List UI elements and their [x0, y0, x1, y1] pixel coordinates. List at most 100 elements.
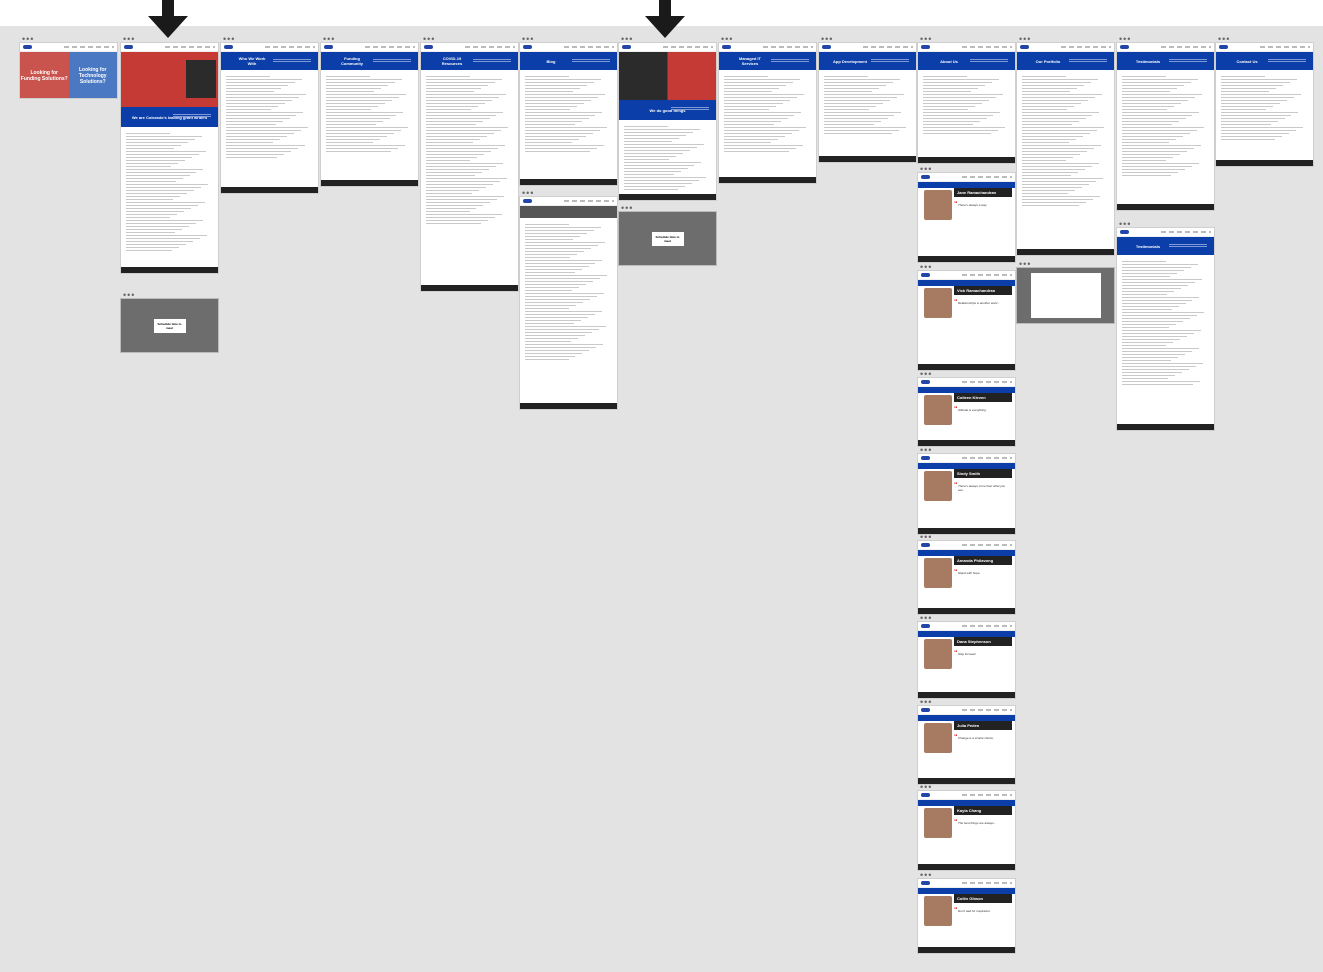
page-menu-dots[interactable]: •••	[920, 164, 933, 174]
quote-icon: “	[954, 482, 958, 489]
avatar	[924, 808, 952, 838]
page-menu-dots[interactable]: •••	[920, 870, 933, 880]
team-member-quote: Don't wait for inspiration.	[958, 909, 991, 913]
page-blog[interactable]: Blog	[520, 43, 617, 185]
quote-icon: “	[954, 299, 958, 306]
quote-icon: “	[954, 650, 958, 657]
page-managed-it[interactable]: Managed IT Services	[719, 43, 816, 183]
page-menu-dots[interactable]: •••	[721, 34, 734, 44]
page-menu-dots[interactable]: •••	[621, 203, 634, 213]
team-member-name: Sindy Smith	[954, 469, 1012, 478]
avatar	[924, 896, 952, 926]
page-menu-dots[interactable]: •••	[920, 369, 933, 379]
page-menu-dots[interactable]: •••	[920, 532, 933, 542]
page-title: Funding Community	[341, 56, 363, 66]
page-title: App Development	[833, 58, 868, 64]
page-portfolio-modal[interactable]	[1017, 268, 1114, 323]
page-blog-post[interactable]	[520, 197, 617, 409]
avatar	[924, 471, 952, 501]
avatar	[924, 639, 952, 669]
page-about-us[interactable]: About Us	[918, 43, 1015, 163]
page-title: Who We Work With	[238, 56, 266, 66]
quote-icon: “	[954, 569, 958, 576]
home-funding-panel[interactable]: Looking for Funding Solutions?	[20, 52, 69, 98]
page-menu-dots[interactable]: •••	[1218, 34, 1231, 44]
page-menu-dots[interactable]: •••	[223, 34, 236, 44]
avatar	[924, 288, 952, 318]
team-member-name: Colleen Kleven	[954, 393, 1012, 402]
page-menu-dots[interactable]: •••	[522, 188, 535, 198]
avatar	[924, 395, 952, 425]
page-menu-dots[interactable]: •••	[123, 34, 136, 44]
team-member-quote: There's always more than what you see.	[958, 484, 1006, 492]
page-team-member[interactable]: Julia Peden“Change is a simple choice.	[918, 706, 1015, 784]
team-member-quote: Change is a simple choice.	[958, 736, 994, 740]
team-member-quote: Stay focused.	[958, 652, 977, 656]
page-title: COVID-19 Resources	[441, 56, 463, 66]
team-member-name: Vick Ramachandran	[954, 286, 1012, 295]
page-menu-dots[interactable]: •••	[920, 34, 933, 44]
page-menu-dots[interactable]: •••	[522, 34, 535, 44]
team-member-name: Kayla Chang	[954, 806, 1012, 815]
quote-icon: “	[954, 406, 958, 413]
home-technology-panel[interactable]: Looking for Technology Solutions?	[68, 52, 117, 98]
quote-icon: “	[954, 201, 958, 208]
page-home[interactable]: Looking for Funding Solutions? Looking f…	[20, 43, 117, 98]
page-menu-dots[interactable]: •••	[22, 34, 35, 44]
page-title: Contact Us	[1236, 58, 1258, 64]
page-team-member[interactable]: Sindy Smith “There's always more than wha…	[918, 454, 1015, 534]
page-title: Testimonials	[1135, 243, 1161, 249]
page-title: Managed IT Services	[738, 56, 761, 66]
team-member-quote: Attitude is everything.	[958, 408, 987, 412]
page-funding-community[interactable]: Funding Community	[321, 43, 418, 186]
page-menu-dots[interactable]: •••	[1119, 34, 1132, 44]
team-member-quote: There's always a way.	[958, 203, 988, 207]
page-menu-dots[interactable]: •••	[920, 262, 933, 272]
page-title: Testimonials	[1135, 58, 1161, 64]
page-team-member[interactable]: Kayla Chang“The best things are always..…	[918, 791, 1015, 870]
page-who-we-work-with[interactable]: Who We Work With	[221, 43, 318, 193]
page-menu-dots[interactable]: •••	[920, 782, 933, 792]
page-menu-dots[interactable]: •••	[323, 34, 336, 44]
page-team-member[interactable]: Jane Ramachandran “There's always a way.	[918, 173, 1015, 262]
quote-icon: “	[954, 819, 958, 826]
stats-title: We are Colorado's leading grant writers	[131, 114, 208, 120]
page-menu-dots[interactable]: •••	[423, 34, 436, 44]
page-app-development[interactable]: App Development	[819, 43, 916, 162]
page-schedule-funding[interactable]: Schedule time to meet	[121, 299, 218, 352]
schedule-label: Schedule time to meet	[153, 318, 186, 333]
team-member-name: Dana Stephenson	[954, 637, 1012, 646]
page-portfolio[interactable]: Our Portfolio	[1017, 43, 1114, 255]
page-menu-dots[interactable]: •••	[821, 34, 834, 44]
page-menu-dots[interactable]: •••	[621, 34, 634, 44]
page-covid-resources[interactable]: COVID-19 Resources	[421, 43, 518, 291]
team-member-name: Julia Peden	[954, 721, 1012, 730]
team-member-name: Jane Ramachandran	[954, 188, 1012, 197]
page-team-member[interactable]: Amanda Philavong“Stand with hope.	[918, 541, 1015, 614]
page-menu-dots[interactable]: •••	[1119, 219, 1132, 229]
avatar	[924, 723, 952, 753]
page-testimonials-alt[interactable]: Testimonials	[1117, 228, 1214, 430]
page-team-member[interactable]: Colleen Kleven “Attitude is everything.	[918, 378, 1015, 446]
page-team-member[interactable]: Dana Stephenson “Stay focused.	[918, 622, 1015, 698]
stats-title: We do good things	[649, 107, 686, 113]
team-member-quote: Relationships is another word...	[958, 301, 1000, 305]
quote-icon: “	[954, 907, 958, 914]
avatar	[924, 190, 952, 220]
page-menu-dots[interactable]: •••	[920, 613, 933, 623]
page-schedule-tech[interactable]: Schedule time to meet	[619, 212, 716, 265]
page-menu-dots[interactable]: •••	[920, 445, 933, 455]
page-funding-home[interactable]: We are Colorado's leading grant writers	[121, 43, 218, 273]
page-menu-dots[interactable]: •••	[1019, 259, 1032, 269]
page-testimonials[interactable]: Testimonials	[1117, 43, 1214, 210]
page-contact-us[interactable]: Contact Us	[1216, 43, 1313, 166]
page-team-member[interactable]: Collin Gibson“Don't wait for inspiration…	[918, 879, 1015, 953]
page-menu-dots[interactable]: •••	[123, 290, 136, 300]
team-member-quote: Stand with hope.	[958, 571, 981, 575]
page-title: Our Portfolio	[1035, 58, 1061, 64]
page-menu-dots[interactable]: •••	[920, 697, 933, 707]
page-menu-dots[interactable]: •••	[1019, 34, 1032, 44]
page-team-member[interactable]: Vick Ramachandran “Relationships is anoth…	[918, 271, 1015, 370]
page-technology-home[interactable]: We do good things	[619, 43, 716, 200]
page-title: About Us	[940, 58, 958, 64]
